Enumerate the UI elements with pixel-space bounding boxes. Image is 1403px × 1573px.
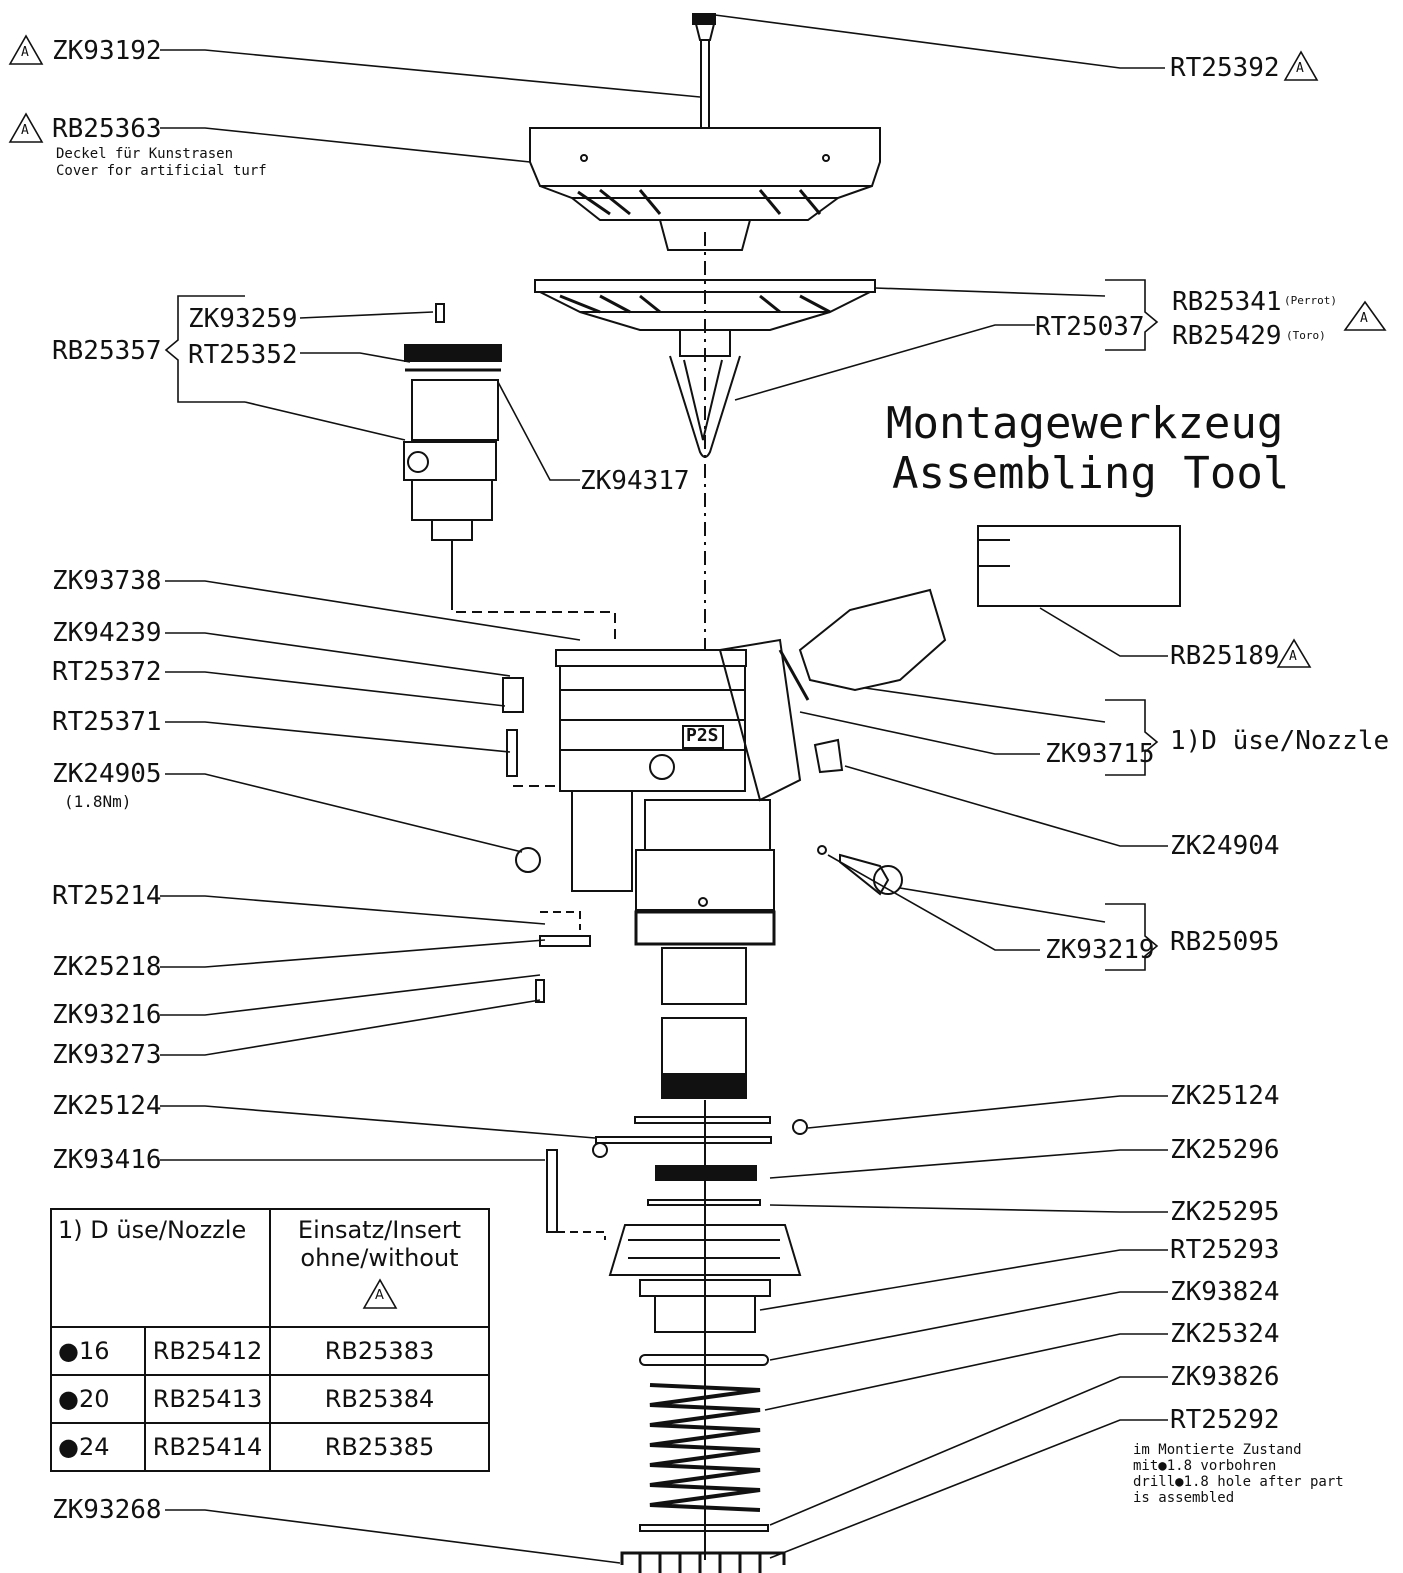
leader-lines: [160, 14, 1168, 1564]
warning-mark-rb25363: A: [21, 123, 29, 138]
label-rb25363: RB25363: [52, 114, 162, 144]
nozzle-table-header-col2: Einsatz/Insert ohne/without A: [269, 1208, 490, 1328]
nozzle-part: RB25414: [144, 1422, 271, 1472]
note-rt25292-2: mit●1.8 vorbohren: [1133, 1458, 1277, 1474]
nozzle-table-header-col1: 1) D üse/Nozzle: [50, 1208, 271, 1328]
warning-mark-zk93192: A: [21, 45, 29, 60]
label-rb25341: RB25341: [1172, 287, 1282, 317]
label-zk93216: ZK93216: [52, 1000, 162, 1030]
header-insert: Einsatz/Insert: [297, 1216, 462, 1244]
lower-stack-shapes: [546, 1116, 808, 1573]
nozzle-size: ●20: [50, 1374, 146, 1424]
note-rb25341: (Perrot): [1284, 294, 1337, 307]
main-housing-shape: [555, 638, 802, 1099]
table-row: ●16 RB25412 RB25383: [50, 1326, 490, 1376]
label-zk93192: ZK93192: [52, 36, 162, 66]
warning-triangles: [8, 34, 1387, 668]
tool-title-de: Montagewerkzeug: [886, 398, 1284, 449]
label-zk25295: ZK25295: [1170, 1197, 1280, 1227]
label-rt25372: RT25372: [52, 657, 162, 687]
label-zk93826: ZK93826: [1170, 1362, 1280, 1392]
table-row: ●20 RB25413 RB25384: [50, 1374, 490, 1424]
nozzle-insert: RB25385: [269, 1422, 490, 1472]
label-zk93416: ZK93416: [52, 1145, 162, 1175]
label-p2s: P2S: [686, 725, 719, 746]
label-zk93273: ZK93273: [52, 1040, 162, 1070]
note-rb25363-en: Cover for artificial turf: [56, 163, 267, 179]
note-rb25363-de: Deckel für Kunstrasen: [56, 146, 234, 162]
label-zk24904: ZK24904: [1170, 831, 1280, 861]
brackets: [164, 279, 1159, 971]
note-zk24905-torque: (1.8Nm): [64, 792, 132, 811]
label-zk24905: ZK24905: [52, 759, 162, 789]
warning-mark-table: A: [375, 1288, 384, 1303]
label-zk93738: ZK93738: [52, 566, 162, 596]
table-row: ●24 RB25414 RB25385: [50, 1422, 490, 1472]
nozzle-shape: [778, 588, 947, 896]
label-zk93715: ZK93715: [1045, 739, 1155, 769]
label-rb25095: RB25095: [1170, 927, 1280, 957]
label-zk93219: ZK93219: [1045, 935, 1155, 965]
warning-mark-rb25189: A: [1289, 649, 1297, 664]
note-rb25429: (Toro): [1286, 329, 1326, 342]
note-rt25292-3: drill●1.8 hole after part: [1133, 1474, 1344, 1490]
tool-title-en: Assembling Tool: [892, 448, 1290, 499]
warning-mark-rt25392: A: [1296, 61, 1304, 76]
label-zk25124-left: ZK25124: [52, 1091, 162, 1121]
label-nozzle-ref: 1)D üse/Nozzle: [1170, 726, 1390, 756]
nozzle-table: 1) D üse/Nozzle Einsatz/Insert ohne/with…: [50, 1208, 490, 1472]
label-zk94317: ZK94317: [580, 466, 690, 496]
label-rt25292: RT25292: [1170, 1405, 1280, 1435]
label-rt25037: RT25037: [1035, 312, 1145, 342]
label-zk25218: ZK25218: [52, 952, 162, 982]
nozzle-table-header: 1) D üse/Nozzle Einsatz/Insert ohne/with…: [50, 1208, 490, 1328]
label-rt25352: RT25352: [188, 340, 298, 370]
label-rt25214: RT25214: [52, 881, 162, 911]
label-rt25293: RT25293: [1170, 1235, 1280, 1265]
warning-mark-rb25429: A: [1360, 311, 1368, 326]
label-zk25324: ZK25324: [1170, 1319, 1280, 1349]
nozzle-size: ●24: [50, 1422, 146, 1472]
turf-plate-rb25341-shape: [534, 279, 876, 458]
label-rb25357: RB25357: [52, 336, 162, 366]
nozzle-part: RB25413: [144, 1374, 271, 1424]
cover-rb25363-shape: [529, 127, 881, 251]
nozzle-insert: RB25383: [269, 1326, 490, 1376]
nozzle-size: ●16: [50, 1326, 146, 1376]
nozzle-part: RB25412: [145, 1326, 271, 1376]
label-zk93268: ZK93268: [52, 1495, 162, 1525]
nozzle-insert: RB25384: [269, 1374, 490, 1424]
header-without: ohne/without: [300, 1244, 459, 1272]
screw-rt25392-shape: [692, 13, 716, 129]
label-rt25371: RT25371: [52, 707, 162, 737]
label-rb25189: RB25189: [1170, 641, 1280, 671]
left-small-parts: [502, 677, 591, 1003]
label-rt25392: RT25392: [1170, 53, 1280, 83]
label-zk94239: ZK94239: [52, 618, 162, 648]
label-zk93824: ZK93824: [1170, 1277, 1280, 1307]
warning-icon: [362, 1278, 397, 1309]
label-zk93259: ZK93259: [188, 304, 298, 334]
note-rt25292-4: is assembled: [1133, 1490, 1235, 1506]
note-rt25292-1: im Montierte Zustand: [1133, 1442, 1302, 1458]
label-rb25429: RB25429: [1172, 321, 1282, 351]
label-zk25124-right: ZK25124: [1170, 1081, 1280, 1111]
cartridge-rb25357-shape: [403, 303, 616, 640]
label-zk25296: ZK25296: [1170, 1135, 1280, 1165]
